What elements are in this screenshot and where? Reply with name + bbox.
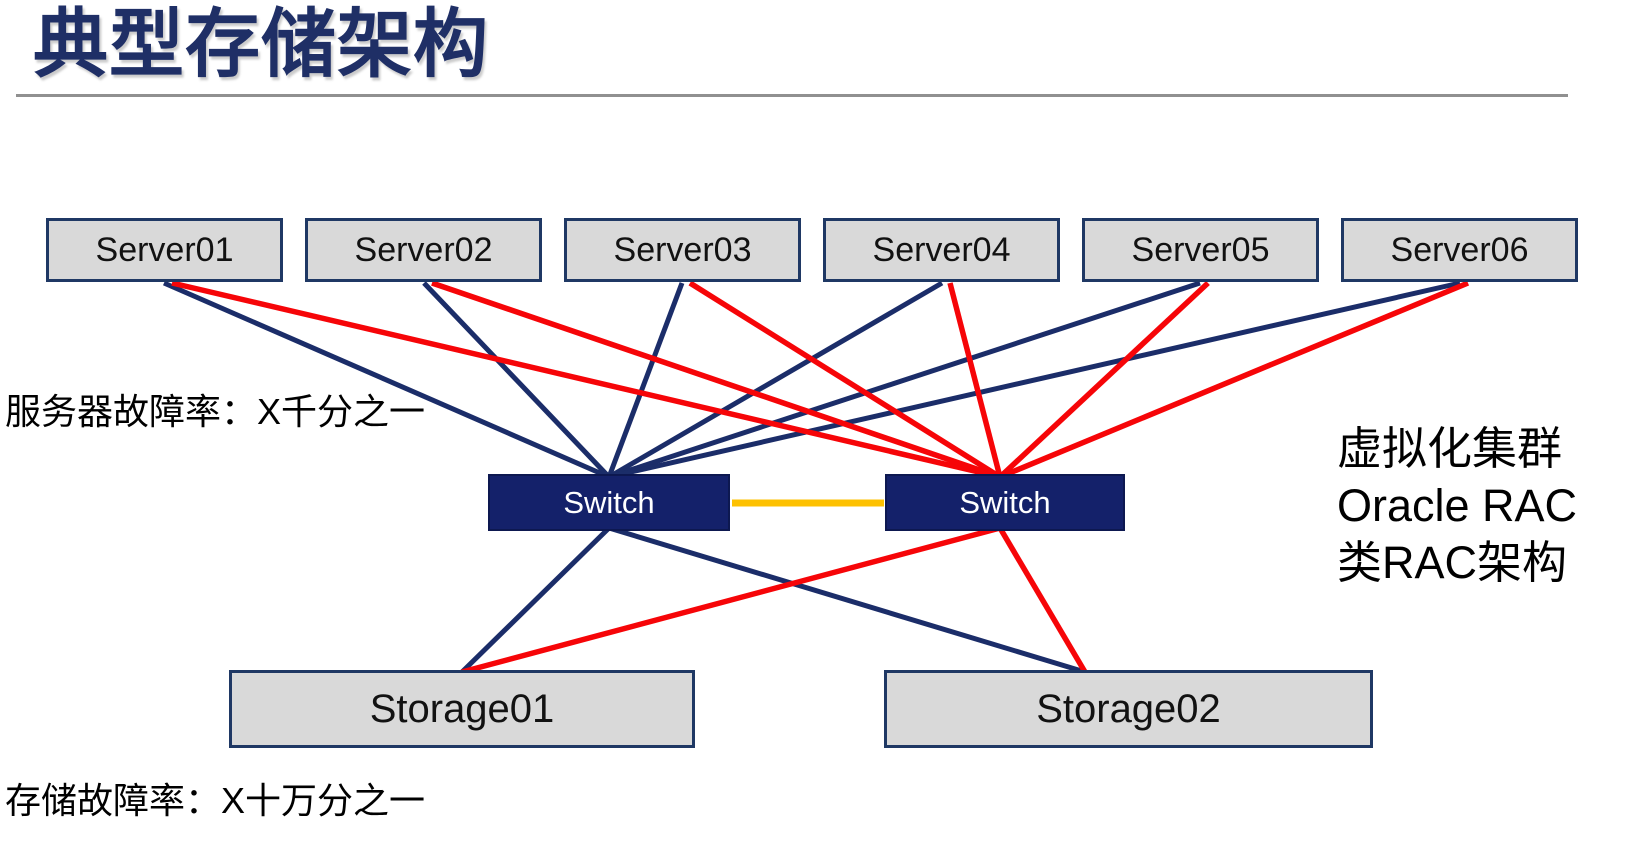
link-server02-switch2 xyxy=(431,280,1001,480)
storage01-node: Storage01 xyxy=(229,670,695,748)
link-server01-switch1 xyxy=(163,280,610,480)
cluster-note-line-3: 类RAC架构 xyxy=(1337,537,1568,588)
link-server02-switch1 xyxy=(422,281,611,479)
link-server01-switch2 xyxy=(171,280,1001,480)
title-divider xyxy=(16,94,1568,97)
link-switch1-storage01 xyxy=(460,526,611,674)
link-server06-switch1 xyxy=(608,280,1461,480)
cluster-note-line-1: 虚拟化集群 xyxy=(1337,423,1563,474)
server02-node: Server02 xyxy=(305,218,542,282)
cluster-note: 虚拟化集群 Oracle RAC 类RAC架构 xyxy=(1337,420,1577,591)
server04-node: Server04 xyxy=(823,218,1060,282)
server01-node: Server01 xyxy=(46,218,283,282)
link-switch2-storage02 xyxy=(997,526,1088,674)
storage-fault-rate-label: 存储故障率：X十万分之一 xyxy=(5,780,426,821)
link-server04-switch1 xyxy=(607,280,944,480)
server05-node: Server05 xyxy=(1082,218,1319,282)
link-server05-switch1 xyxy=(608,280,1201,480)
cluster-note-line-2: Oracle RAC xyxy=(1337,480,1578,531)
storage02-node: Storage02 xyxy=(884,670,1373,748)
page-title: 典型存储架构 xyxy=(33,2,490,86)
link-switch2-storage01 xyxy=(461,525,1001,675)
link-server05-switch2 xyxy=(998,280,1210,480)
link-server04-switch2 xyxy=(947,282,1003,478)
switch1-node: Switch xyxy=(488,474,730,531)
link-server03-switch1 xyxy=(606,282,685,478)
link-switch1-storage02 xyxy=(608,525,1086,675)
switch2-node: Switch xyxy=(885,474,1125,531)
link-server06-switch2 xyxy=(998,280,1470,480)
link-server03-switch2 xyxy=(688,280,1002,480)
server-fault-rate-label: 服务器故障率：X千分之一 xyxy=(5,391,426,432)
server03-node: Server03 xyxy=(564,218,801,282)
server06-node: Server06 xyxy=(1341,218,1578,282)
